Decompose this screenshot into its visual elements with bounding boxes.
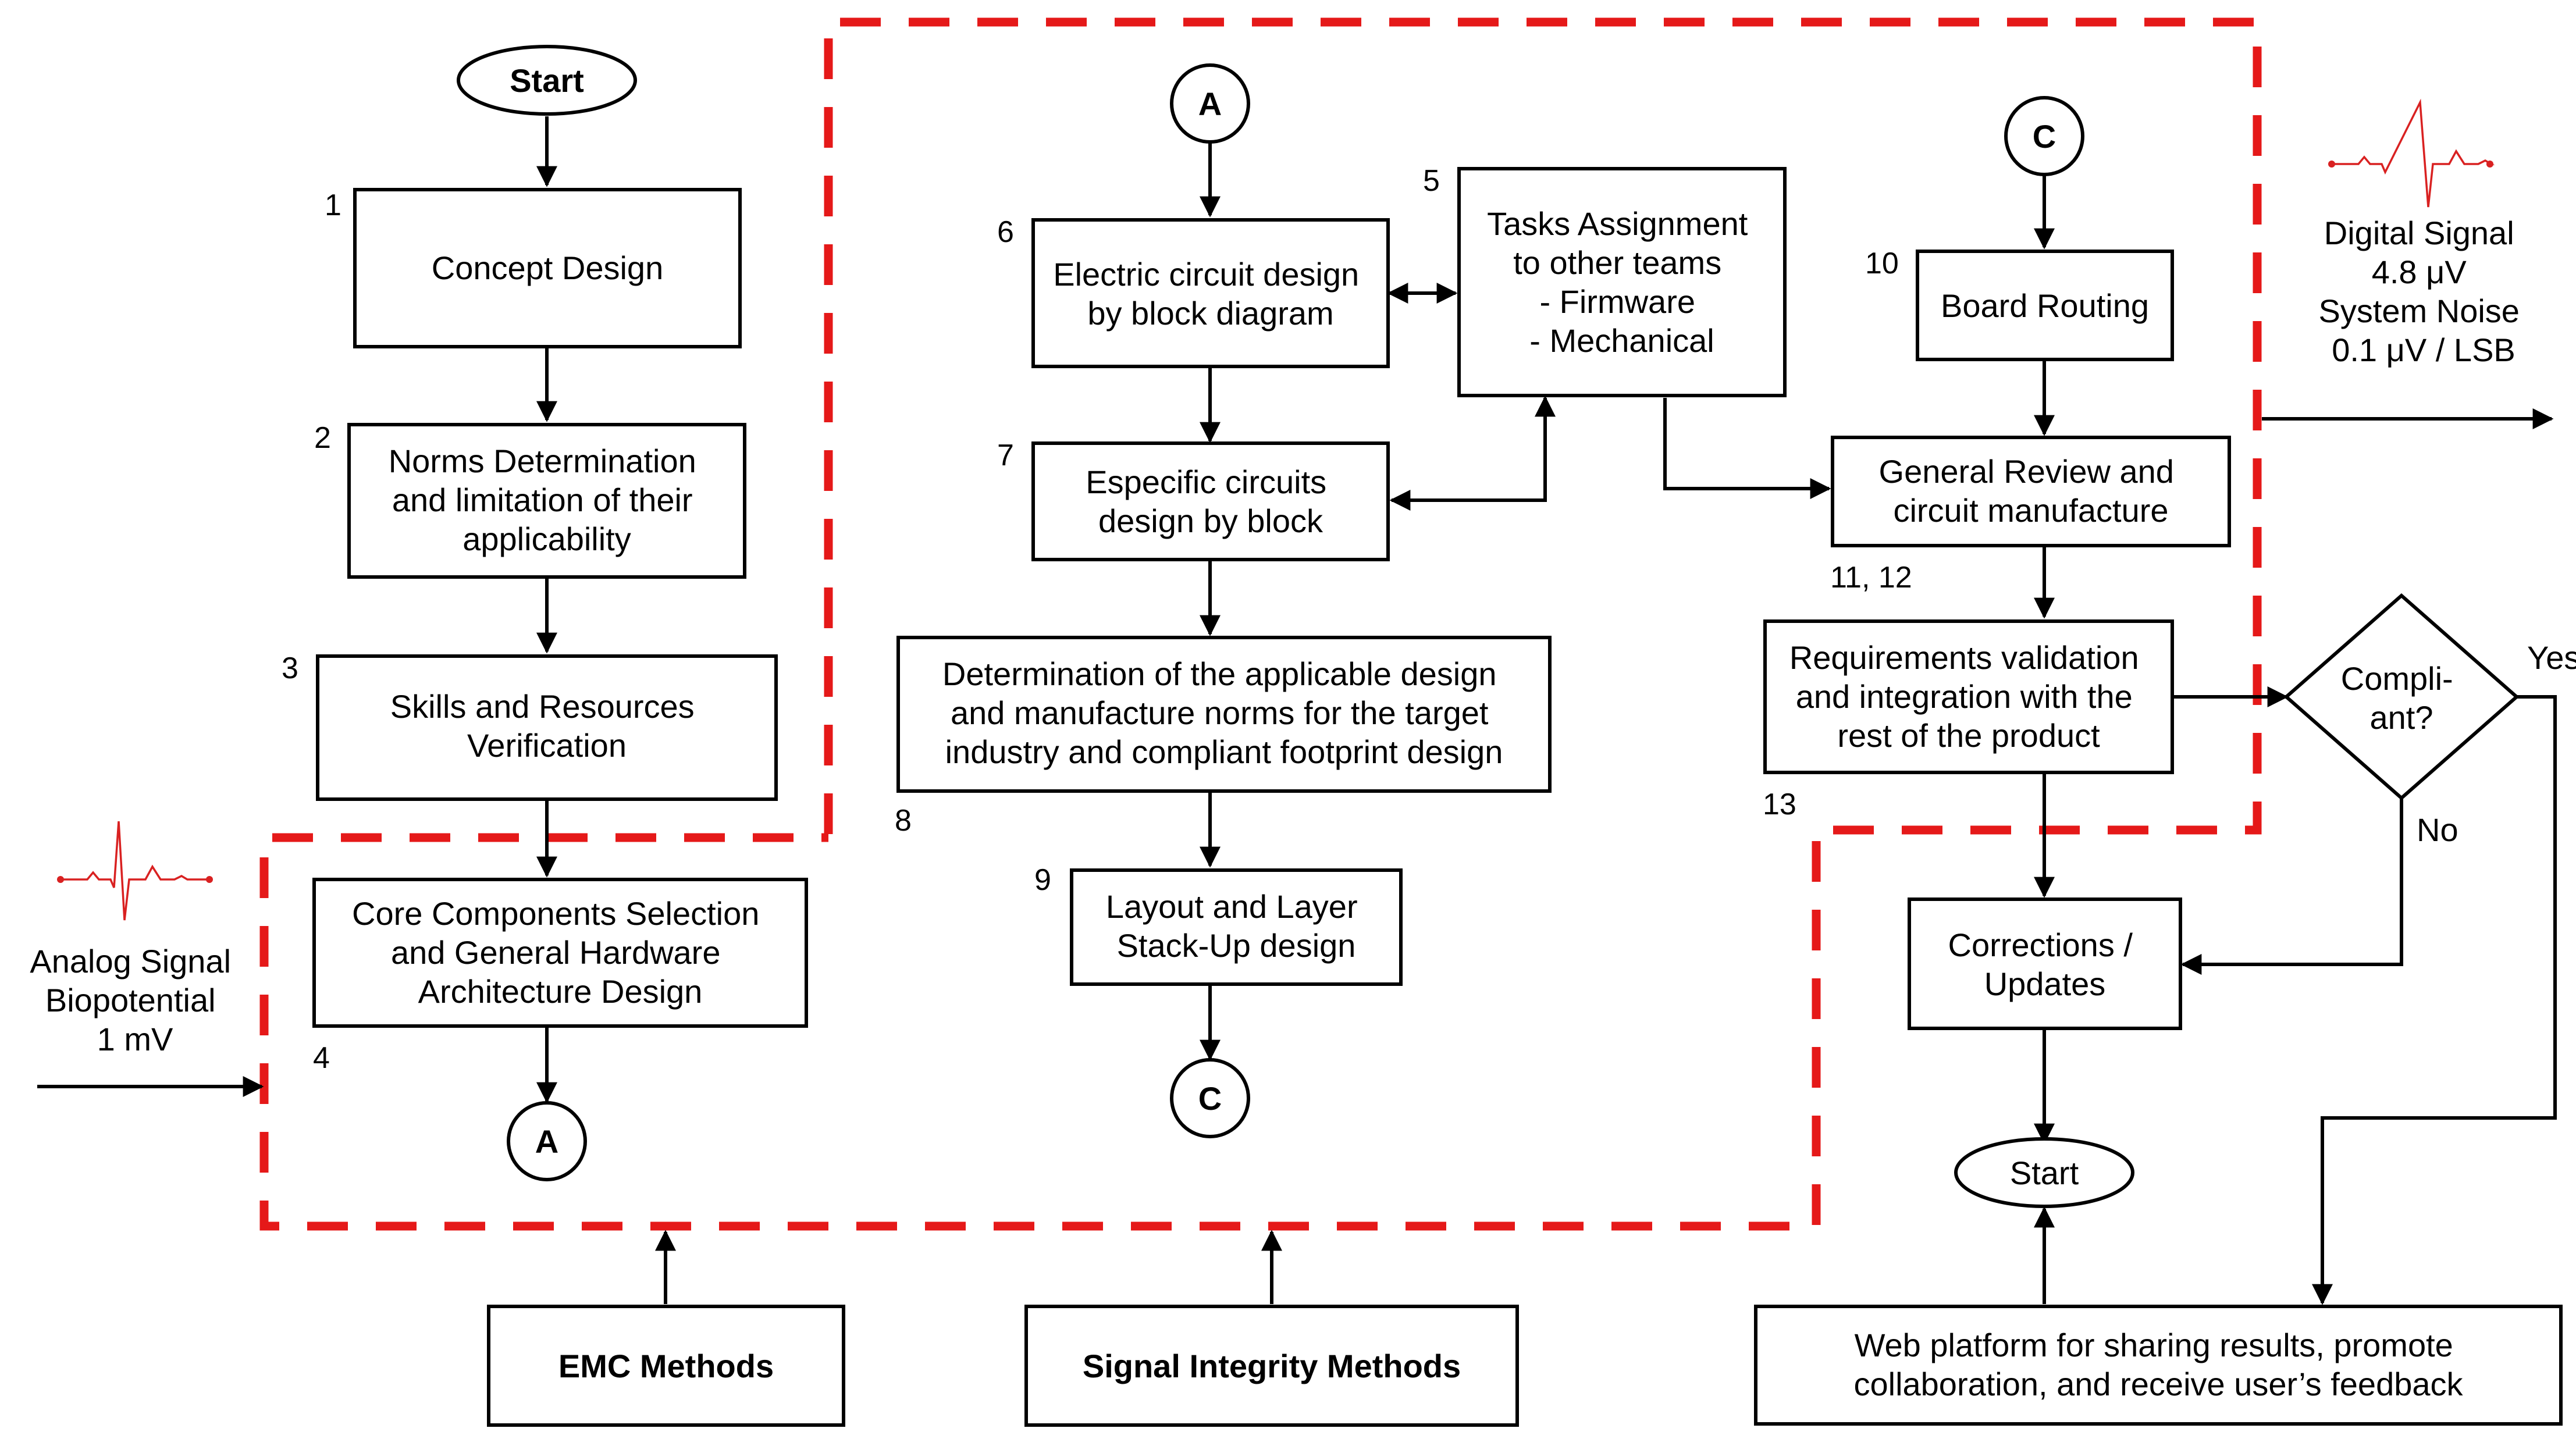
step-numbers: 1 2 3 4 5 6 7 8 9 10 11, 12 13 bbox=[282, 164, 1912, 1075]
decision-compliant: Compli- ant? Yes No bbox=[2283, 593, 2576, 848]
step-core-text: Core Components Selection and General Ha… bbox=[352, 895, 768, 1010]
step-number-8: 8 bbox=[895, 804, 912, 838]
step-norms-determination: Norms Determination and limitation of th… bbox=[347, 423, 746, 579]
step-especific-circuits: Especific circuits design by block bbox=[1031, 441, 1390, 561]
step-number-5: 5 bbox=[1423, 164, 1440, 198]
ecg-waveform-icon bbox=[57, 821, 213, 921]
decision-compliant-text: Compli- ant? bbox=[2341, 660, 2462, 736]
step-concept-design: Concept Design bbox=[353, 188, 742, 348]
signal-integrity-methods-box: Signal Integrity Methods bbox=[1024, 1305, 1519, 1427]
step-board-routing: Board Routing bbox=[1916, 250, 2174, 361]
step-skills-text: Skills and Resources Verification bbox=[390, 688, 703, 764]
start-terminal-bottom-label: Start bbox=[2010, 1155, 2079, 1191]
step-number-1: 1 bbox=[325, 188, 341, 222]
step-number-10: 10 bbox=[1865, 247, 1899, 280]
step-tasks-text: Tasks Assignment to other teams - Firmwa… bbox=[1487, 205, 1757, 359]
step-skills-resources: Skills and Resources Verification bbox=[316, 654, 778, 801]
step-requirements-validation: Requirements validation and integration … bbox=[1763, 619, 2174, 774]
decision-no-label: No bbox=[2417, 811, 2458, 848]
step-corrections-text: Corrections / Updates bbox=[1948, 927, 2142, 1002]
step-web-text: Web platform for sharing results, promot… bbox=[1853, 1327, 2463, 1402]
step-number-9: 9 bbox=[1034, 863, 1051, 897]
signal-integrity-methods-label: Signal Integrity Methods bbox=[1083, 1348, 1461, 1384]
connector-a-bottom: A bbox=[507, 1101, 587, 1181]
step-layout-text: Layout and Layer Stack-Up design bbox=[1106, 888, 1367, 964]
connector-a-top-label: A bbox=[1198, 86, 1222, 122]
step-board-routing-text: Board Routing bbox=[1941, 287, 2149, 324]
connector-a-bottom-label: A bbox=[535, 1123, 558, 1160]
start-terminal-top-label: Start bbox=[510, 62, 584, 99]
step-tasks-assignment: Tasks Assignment to other teams - Firmwa… bbox=[1457, 167, 1787, 397]
connector-a-top: A bbox=[1170, 63, 1250, 144]
step-number-11-12: 11, 12 bbox=[1830, 561, 1912, 594]
connector-c-bottom: C bbox=[1170, 1058, 1250, 1138]
step-norms-text: Norms Determination and limitation of th… bbox=[389, 443, 706, 557]
step-number-6: 6 bbox=[997, 215, 1014, 249]
step-review-text: General Review and circuit manufacture bbox=[1879, 453, 2183, 529]
step-especific-text: Especific circuits design by block bbox=[1086, 464, 1335, 539]
step-electric-text: Electric circuit design by block diagram bbox=[1053, 256, 1368, 332]
step-concept-design-text: Concept Design bbox=[432, 250, 663, 286]
connector-c-bottom-label: C bbox=[1198, 1080, 1222, 1117]
flow-arrows bbox=[37, 116, 2557, 1305]
emc-methods-box: EMC Methods bbox=[487, 1305, 845, 1427]
decision-yes-label: Yes bbox=[2527, 639, 2576, 676]
step-general-review: General Review and circuit manufacture bbox=[1831, 436, 2231, 547]
connector-c-top-label: C bbox=[2033, 118, 2056, 155]
start-terminal-bottom: Start bbox=[1954, 1137, 2134, 1208]
step-number-13: 13 bbox=[1763, 788, 1796, 821]
emc-methods-label: EMC Methods bbox=[558, 1348, 774, 1384]
step-layout-stackup: Layout and Layer Stack-Up design bbox=[1070, 868, 1403, 986]
step-number-2: 2 bbox=[314, 421, 331, 455]
step-electric-circuit: Electric circuit design by block diagram bbox=[1031, 218, 1390, 368]
step-core-components: Core Components Selection and General Ha… bbox=[312, 878, 808, 1028]
step-number-7: 7 bbox=[997, 439, 1014, 472]
step-number-4: 4 bbox=[313, 1041, 330, 1075]
step-corrections-updates: Corrections / Updates bbox=[1908, 897, 2182, 1030]
analog-signal-input: Analog Signal Biopotential 1 mV bbox=[30, 821, 240, 1057]
ecg-waveform-icon bbox=[2328, 98, 2495, 208]
step-number-3: 3 bbox=[282, 651, 298, 685]
step-requirements-text: Requirements validation and integration … bbox=[1789, 639, 2148, 754]
connector-c-top: C bbox=[2004, 96, 2084, 176]
step-web-platform: Web platform for sharing results, promot… bbox=[1754, 1305, 2563, 1426]
digital-signal-label: Digital Signal 4.8 μV System Noise 0.1 μ… bbox=[2319, 215, 2529, 368]
step-determination-text: Determination of the applicable design a… bbox=[942, 656, 1506, 770]
analog-signal-label: Analog Signal Biopotential 1 mV bbox=[30, 943, 240, 1057]
step-determination-norms: Determination of the applicable design a… bbox=[896, 636, 1552, 793]
start-terminal-top: Start bbox=[457, 45, 637, 116]
digital-signal-output: Digital Signal 4.8 μV System Noise 0.1 μ… bbox=[2319, 98, 2529, 368]
